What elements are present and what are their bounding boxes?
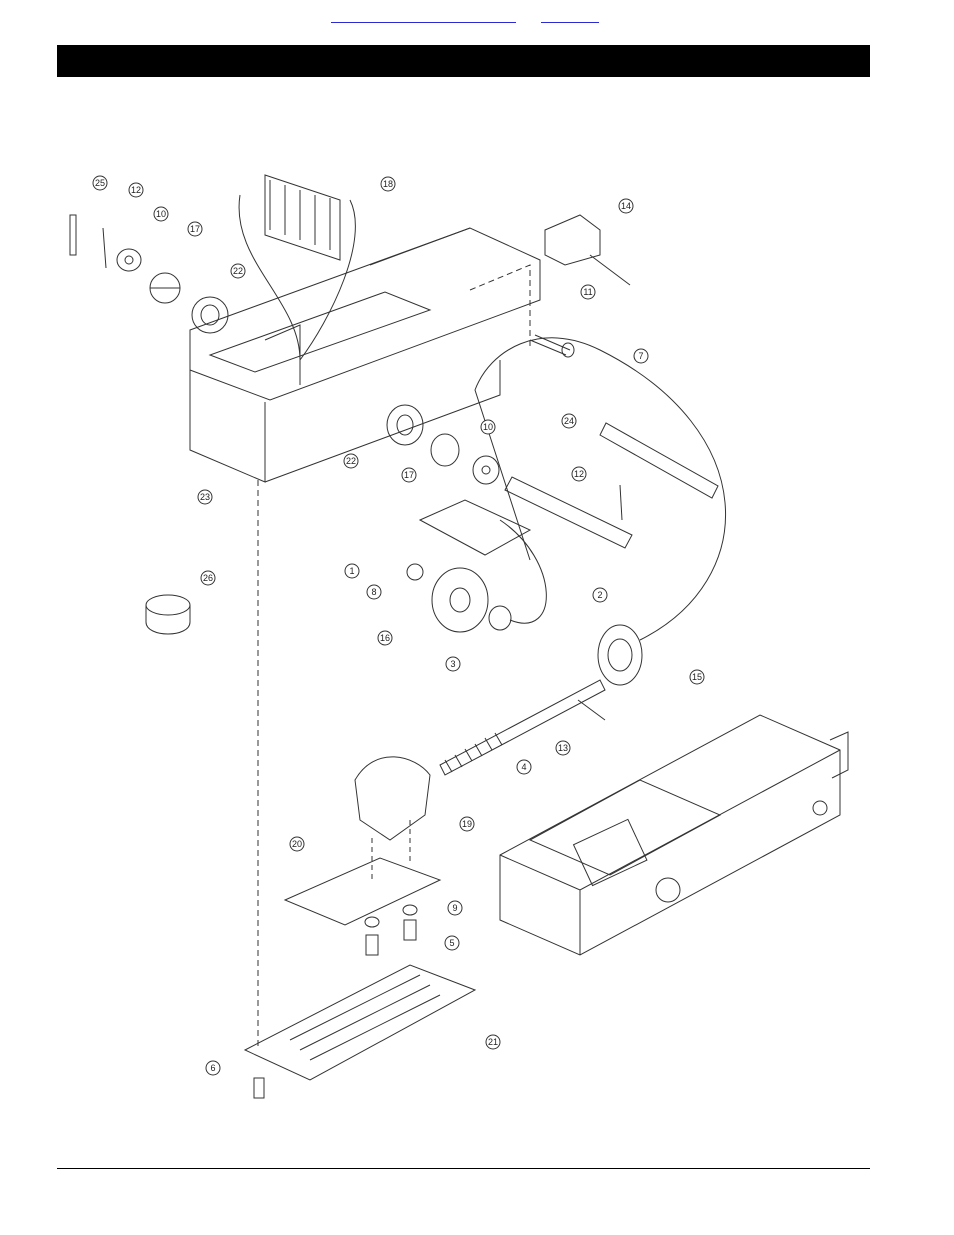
callout-14: 14 (621, 201, 631, 211)
callout-1: 1 (349, 566, 354, 576)
callout-11: 11 (583, 287, 592, 297)
pin-25 (70, 215, 76, 255)
screw-6 (254, 1078, 264, 1098)
gear-14 (545, 215, 630, 285)
callout-2: 2 (597, 590, 602, 600)
pin-13 (578, 700, 605, 720)
assembled-unit (500, 715, 848, 955)
bushing-17b (431, 434, 459, 466)
callout-10b: 10 (483, 422, 493, 432)
footer-rule (57, 1168, 870, 1169)
callout-21: 21 (488, 1037, 498, 1047)
gear-18 (239, 175, 355, 360)
washer-10b (473, 456, 499, 484)
washer-10 (117, 249, 141, 271)
callout-8: 8 (371, 587, 376, 597)
callout-12b: 12 (574, 469, 584, 479)
callout-20: 20 (292, 839, 302, 849)
bearing-22 (192, 297, 228, 333)
callout-22: 22 (233, 266, 243, 276)
callout-5: 5 (449, 938, 454, 948)
callout-6: 6 (210, 1063, 215, 1073)
callout-25: 25 (95, 178, 105, 188)
callout-23: 23 (200, 492, 210, 502)
foot-26 (146, 595, 190, 615)
plate-20 (285, 858, 440, 925)
callout-10: 10 (156, 209, 166, 219)
callout-17: 17 (190, 224, 200, 234)
callout-13: 13 (558, 743, 568, 753)
callout-24: 24 (564, 416, 574, 426)
cotter-12 (103, 228, 106, 268)
callout-16: 16 (380, 633, 390, 643)
base-plate-21 (245, 965, 475, 1080)
bolt-5 (404, 920, 416, 940)
callout-18: 18 (383, 179, 393, 189)
callout-19: 19 (462, 819, 472, 829)
block-19 (355, 757, 430, 840)
callout-3: 3 (450, 659, 455, 669)
callout-15: 15 (692, 672, 702, 682)
callout-9: 9 (452, 903, 457, 913)
washer-9 (403, 905, 417, 915)
callout-26: 26 (203, 573, 213, 583)
part-callouts (93, 176, 704, 1075)
gear-15 (598, 625, 642, 685)
spacer-3 (489, 606, 511, 630)
gear-16 (432, 568, 488, 632)
callout-7: 7 (638, 351, 643, 361)
callout-17b: 17 (404, 470, 414, 480)
cotter-12b (620, 485, 622, 520)
callout-12: 12 (131, 185, 141, 195)
nut-8 (407, 564, 423, 580)
callout-4: 4 (521, 762, 526, 772)
shaft-2 (505, 477, 632, 548)
callout-22b: 22 (346, 456, 356, 466)
